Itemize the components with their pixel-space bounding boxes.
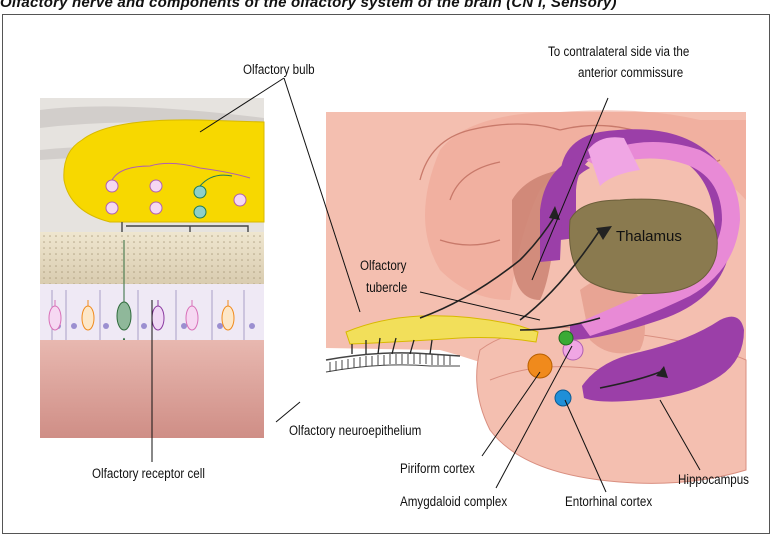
label-entorhinal-cortex: Entorhinal cortex: [565, 494, 652, 509]
label-piriform-cortex: Piriform cortex: [400, 461, 475, 476]
label-olfactory-tubercle-line1: Olfactory: [360, 258, 406, 273]
amygdala-green-marker: [559, 331, 573, 345]
label-thalamus: Thalamus: [616, 228, 682, 245]
label-contralateral-line1: To contralateral side via the: [548, 44, 689, 59]
label-olfactory-neuroepithelium: Olfactory neuroepithelium: [289, 423, 421, 438]
olfactory-bulb-shape: [64, 120, 264, 222]
label-amygdaloid-complex: Amygdaloid complex: [400, 494, 507, 509]
entorhinal-cortex-marker: [555, 390, 571, 406]
label-olfactory-bulb: Olfactory bulb: [243, 62, 315, 77]
piriform-cortex-marker: [528, 354, 552, 378]
label-olfactory-tubercle-line2: tubercle: [366, 280, 407, 295]
label-olfactory-receptor-cell: Olfactory receptor cell: [92, 466, 205, 481]
thalamus-shape: [569, 199, 717, 294]
label-hippocampus: Hippocampus: [678, 472, 749, 487]
label-contralateral-line2: anterior commissure: [578, 65, 683, 80]
